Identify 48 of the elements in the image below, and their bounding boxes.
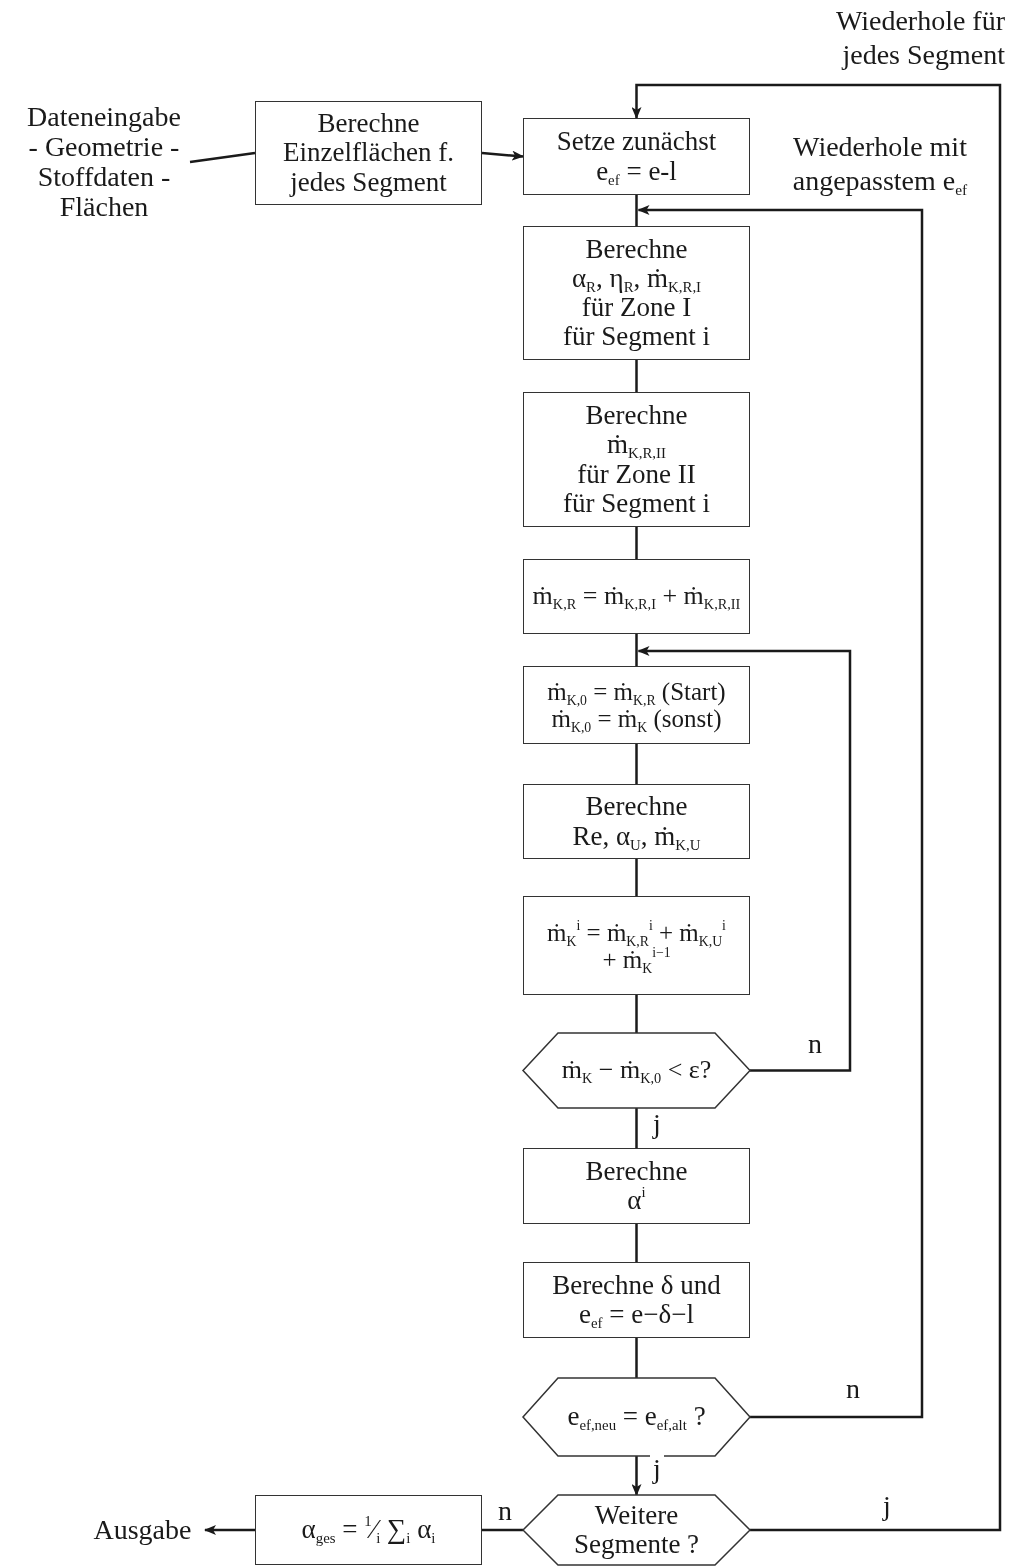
process-box bbox=[523, 118, 750, 195]
node-text: Berechne bbox=[585, 1156, 688, 1186]
node-text: Berechne bbox=[585, 792, 688, 822]
process-box bbox=[255, 101, 482, 205]
node-text: für Zone II bbox=[577, 459, 696, 489]
node-text: für Segment i bbox=[563, 322, 710, 352]
node-text: e$_{ef,neu}$ = e$_{ef,alt}$ ? bbox=[567, 1402, 706, 1432]
connector-arrow bbox=[631, 1456, 642, 1496]
node-text: Setze zunächst bbox=[556, 127, 717, 157]
decision-hexagon bbox=[523, 1378, 750, 1456]
connector-arrow bbox=[481, 150, 524, 161]
note-text: Wiederhole für jedes Segment bbox=[834, 4, 1005, 72]
process-box bbox=[523, 392, 750, 527]
node-text: für Zone I bbox=[581, 293, 692, 323]
decision-hexagon bbox=[523, 1033, 750, 1108]
node-text: α$_{R}$, η$_{R}$, ṁ$_{K,R,I}$ bbox=[571, 263, 702, 293]
connector-arrow bbox=[631, 83, 1002, 1532]
node-text: für Segment i bbox=[563, 488, 710, 518]
node-text: Weitere Segmente ? bbox=[572, 1500, 701, 1560]
process-box bbox=[255, 1495, 482, 1565]
node-text: e$_{ef}$ = e−δ−l bbox=[579, 1300, 694, 1330]
process-box bbox=[523, 559, 750, 634]
decision-hexagon bbox=[523, 1495, 750, 1565]
node-text: Berechne δ und bbox=[552, 1270, 721, 1300]
process-box bbox=[523, 666, 750, 744]
node-text: ṁ$_{K,0}$ = ṁ$_{K,R}$ (Start) bbox=[547, 678, 726, 705]
process-box bbox=[523, 896, 750, 995]
connector-arrow bbox=[637, 205, 924, 1419]
connector-arrow bbox=[637, 646, 852, 1072]
node-text: α$^{i}$ bbox=[627, 1186, 646, 1216]
process-box bbox=[523, 1262, 750, 1338]
node-text: α$_{ges}$ = $^{1}$⁄$_{i}$ ∑$_{i}$ α$_{i}$ bbox=[301, 1515, 436, 1545]
node-text: ṁ$_{K,R,II}$ bbox=[607, 430, 666, 460]
node-text: Re, α$_{U}$, ṁ$_{K,U}$ bbox=[572, 821, 701, 851]
node-text: Berechne bbox=[585, 401, 688, 431]
node-text: Berechne Einzelflächen f. jedes Segment bbox=[282, 109, 455, 197]
edge-label: j bbox=[650, 1455, 664, 1483]
note-text: Wiederhole mit angepasstem e$_{ef}$ bbox=[791, 130, 969, 198]
node-text: ṁ$_{K}$ − ṁ$_{K,0}$ < ε? bbox=[561, 1056, 712, 1085]
process-box bbox=[523, 784, 750, 859]
process-box bbox=[523, 226, 750, 360]
node-text: ṁ$_{K,R}$ = ṁ$_{K,R,I}$ + ṁ$_{K,R,II}$ bbox=[532, 582, 741, 611]
process-box bbox=[523, 1148, 750, 1224]
flow-text: Ausgabe bbox=[80, 1512, 205, 1548]
connector-arrow bbox=[204, 1525, 255, 1535]
node-text: e$_{ef}$ = e-l bbox=[596, 156, 677, 186]
flow-text: Dateneingabe - Geometrie -Stoffdaten - Flächen bbox=[18, 86, 190, 238]
node-text: Berechne bbox=[585, 234, 688, 264]
